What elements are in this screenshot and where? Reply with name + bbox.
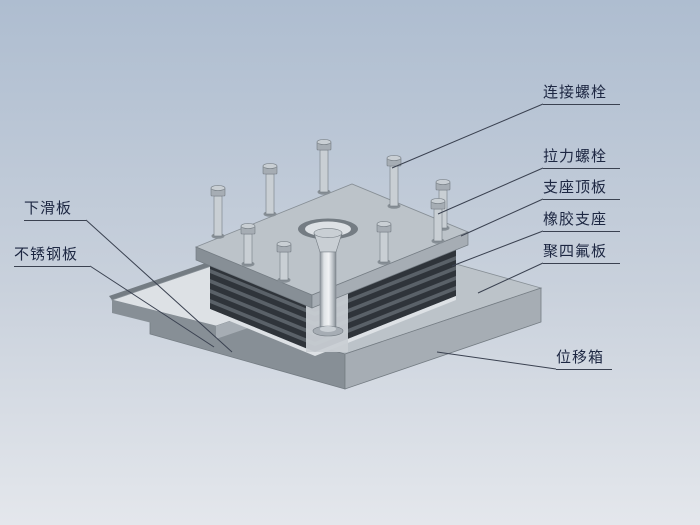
leader-rubber-bearing	[451, 230, 544, 267]
rubber-stripe	[315, 266, 456, 326]
label-rubber-bearing: 橡胶支座	[543, 211, 620, 232]
bolt-head-top	[276, 241, 292, 247]
leader-connecting-bolt	[391, 103, 544, 169]
bolt	[376, 221, 392, 265]
label-bearing-top-plate: 支座顶板	[543, 179, 620, 200]
bolt-shaft	[279, 251, 289, 281]
bolt-shaft	[243, 233, 253, 265]
bolt-head-top	[430, 198, 446, 204]
pin-top-face	[313, 228, 343, 238]
bolt	[430, 198, 446, 244]
bolt-shaft	[213, 195, 223, 237]
bolt-head-top	[435, 179, 451, 185]
ptfe-strip-right	[315, 296, 456, 356]
bolt-head-top	[210, 185, 226, 191]
label-stainless-steel-plate: 不锈钢板	[14, 246, 90, 267]
bolt	[240, 223, 256, 267]
label-ptfe-plate: 聚四氟板	[543, 243, 620, 264]
label-lower-slide-plate: 下滑板	[24, 200, 86, 221]
bolt	[276, 241, 292, 283]
rubber-stripe	[315, 276, 456, 336]
label-connecting-bolt: 连接螺栓	[543, 84, 620, 105]
bolt	[316, 139, 332, 195]
leader-ptfe-plate	[477, 262, 544, 294]
bolt-head-top	[240, 223, 256, 229]
leader-displacement-box	[436, 351, 557, 370]
ptfe-sheet	[210, 296, 456, 356]
bolt-shaft	[265, 173, 275, 215]
rubber-laminate-stripes	[210, 256, 456, 346]
label-tension-bolt: 拉力螺栓	[543, 148, 620, 169]
bolt-shaft	[389, 165, 399, 207]
leader-top-plate	[460, 198, 544, 237]
rubber-stripe	[210, 279, 315, 326]
leader-stainless-plate	[89, 265, 215, 348]
tension-bolts	[240, 198, 446, 283]
top-plate-front-right-face	[311, 231, 469, 309]
bolt	[386, 155, 402, 209]
rubber-stripe	[315, 286, 456, 346]
ptfe-strip-left	[210, 309, 315, 356]
rubber-stripe	[210, 289, 315, 336]
label-displacement-box: 位移箱	[556, 349, 612, 370]
displacement-box-front-right-face	[344, 287, 542, 390]
slide-plate-front-left-face	[112, 300, 216, 339]
rubber-stripe	[210, 299, 315, 346]
bolt-shaft	[319, 149, 329, 193]
pin-shaft	[319, 251, 337, 331]
bolt	[210, 185, 226, 239]
center-pin	[312, 228, 344, 337]
bolt-shaft	[379, 231, 389, 263]
rubber-front-right-face	[315, 249, 456, 352]
rubber-stripe	[210, 269, 315, 316]
bolt-head-top	[316, 139, 332, 145]
bolt-head-top	[376, 221, 392, 227]
bolt-head-top	[386, 155, 402, 161]
leader-lines	[85, 103, 557, 370]
pin-bottom-cap	[320, 326, 336, 332]
bolt	[262, 163, 278, 217]
bolt-head-top	[262, 163, 278, 169]
rubber-front-left-face	[210, 262, 315, 352]
leader-tension-bolt	[437, 167, 544, 215]
rubber-stripe	[315, 256, 456, 316]
leader-slide-plate	[85, 219, 233, 353]
